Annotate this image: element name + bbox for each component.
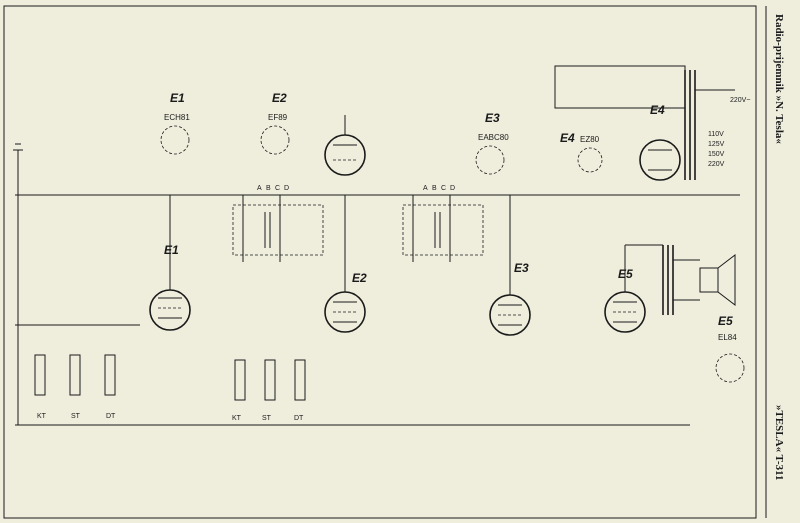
band-st-right: ST (262, 415, 272, 422)
if-transformer-1 (232, 195, 324, 262)
sheet-border (3, 5, 757, 519)
if-transformer-2 (402, 195, 484, 262)
pinout-e4-label: E4 (560, 131, 575, 145)
coil-bank-left (34, 354, 116, 396)
if1-terminal-d: D (284, 185, 289, 192)
if2-terminal-c: C (441, 185, 446, 192)
pinout-e5-type: EL84 (718, 333, 737, 342)
if2-terminal-d: D (450, 185, 455, 192)
mains-tap-125: 125V (708, 141, 725, 148)
pinout-e1-type: ECH81 (164, 113, 190, 122)
pinout-e4-type: EZ80 (580, 135, 600, 144)
antenna (13, 143, 23, 425)
tube-upper-amp (324, 115, 366, 176)
side-title-top: Radio-prijemnik »N. Tesla« (773, 14, 785, 144)
band-kt-right: KT (232, 415, 242, 422)
pinout-e5-label: E5 (718, 314, 733, 328)
tube-e1-label: E1 (164, 243, 179, 257)
band-st-left: ST (71, 413, 81, 420)
pinout-e2-label: E2 (272, 91, 287, 105)
pinout-e2 (260, 125, 290, 155)
tube-e5-label: E5 (618, 267, 633, 281)
tube-e4-rectifier (639, 139, 681, 181)
coil-bank-right (234, 359, 306, 401)
if1-terminal-c: C (275, 185, 280, 192)
pinout-e3-type: EABC80 (478, 133, 509, 142)
tube-e5-output (604, 245, 646, 333)
pinout-e3-label: E3 (485, 111, 500, 125)
mains-label: 220V~ (730, 97, 750, 104)
if1-terminal-a: A (257, 185, 262, 192)
pinout-e1-label: E1 (170, 91, 185, 105)
output-transformer (625, 244, 700, 315)
speaker (699, 253, 736, 307)
tube-e2-label: E2 (352, 271, 367, 285)
pinout-e5 (715, 353, 745, 383)
tube-e3-detector (489, 195, 531, 336)
mains-tap-110: 110V (708, 131, 724, 138)
band-dt-left: DT (106, 413, 116, 420)
pinout-e1 (160, 125, 190, 155)
band-dt-right: DT (294, 415, 304, 422)
dial-lamp-strip (554, 65, 686, 109)
mains-tap-220: 220V (708, 161, 725, 168)
side-title-bottom: »TESLA« T-311 (773, 405, 785, 481)
tube-e2-if-amp (324, 195, 366, 333)
band-kt-left: KT (37, 413, 47, 420)
pinout-e2-type: EF89 (268, 113, 288, 122)
pinout-e4 (577, 147, 603, 173)
if2-terminal-a: A (423, 185, 428, 192)
mains-tap-150: 150V (708, 151, 725, 158)
tube-e4-label: E4 (650, 103, 665, 117)
if1-terminal-b: B (266, 185, 271, 192)
if2-terminal-b: B (432, 185, 437, 192)
tube-e3-label: E3 (514, 261, 529, 275)
tube-e1-mixer (149, 195, 191, 331)
pinout-e3 (475, 145, 505, 175)
